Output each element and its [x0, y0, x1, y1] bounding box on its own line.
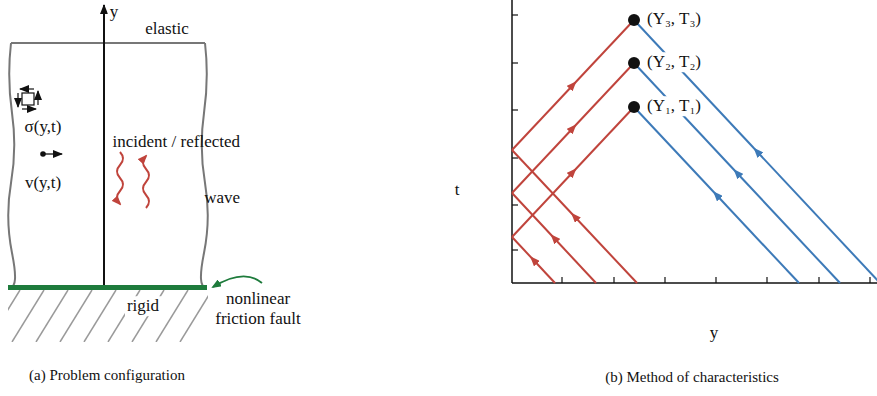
velocity-label: v(y,t) [25, 173, 61, 193]
stress-element [22, 93, 34, 105]
axis-label: t [455, 180, 460, 200]
fault-label: nonlinear friction fault [208, 289, 308, 330]
velocity-arrow [45, 153, 62, 154]
point-label: (Y₂, T₂) [645, 52, 703, 72]
block-left-edge [8, 43, 15, 287]
axis-label: y [108, 2, 121, 22]
red-characteristics [512, 20, 637, 283]
rigid-hatching [8, 290, 208, 342]
fault-leader [213, 276, 262, 287]
point-label: (Y₃, T₃) [645, 9, 703, 29]
incident-wave [117, 152, 123, 204]
block-top-edge [11, 42, 205, 44]
wave-label: incident / reflected wave [90, 114, 240, 226]
solution-points [628, 14, 640, 113]
t-axis [511, 0, 513, 283]
material-label: rigid [125, 296, 161, 316]
shear-arrow [17, 93, 18, 107]
y-axis-arrow [103, 5, 105, 287]
reflected-wave [143, 156, 149, 208]
point-label: (Y₁, T₁) [645, 96, 703, 116]
material-label: elastic [143, 19, 190, 39]
axis-label: y [710, 323, 719, 343]
y-axis [512, 282, 877, 284]
stress-label: σ(y,t) [25, 117, 62, 137]
shear-arrow [37, 91, 38, 105]
particle-dot [40, 151, 46, 157]
block-right-edge [201, 43, 208, 287]
shear-arrow [20, 88, 34, 89]
panel-caption: (a) Problem configuration [29, 367, 185, 384]
blue-characteristics [634, 20, 877, 283]
axis-ticks [512, 15, 870, 283]
friction-fault [8, 285, 207, 290]
panel-caption: (b) Method of characteristics [605, 369, 779, 386]
shear-arrow [22, 108, 36, 109]
